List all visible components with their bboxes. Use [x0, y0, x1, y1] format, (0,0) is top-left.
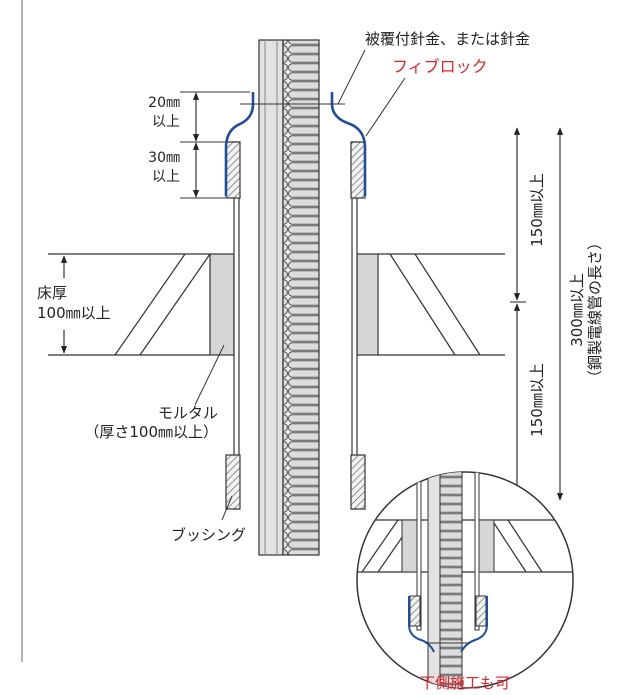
inset-detail [356, 471, 574, 689]
fiblock-right [330, 92, 367, 196]
total-length-label: 300㎜以上 [568, 273, 586, 347]
wire-label: 被覆付針金、または針金 [365, 30, 530, 48]
mortar-right [356, 253, 379, 356]
bushing-leader [221, 495, 233, 521]
gap-top-suffix: 以上 [152, 114, 180, 130]
gap-bushing-value: 30㎜ [148, 150, 180, 166]
total-note-label: （鋼製電線管の長さ） [586, 235, 604, 385]
mortar-thickness-label: （厚さ100㎜以上） [84, 423, 218, 441]
floor-label: 床厚 [37, 284, 67, 302]
floor-value: 100㎜以上 [37, 304, 111, 322]
gap-dimension [180, 91, 250, 199]
mortar-label: モルタル [158, 404, 218, 422]
floor-slab [48, 253, 505, 356]
cable-corrugated [282, 39, 320, 556]
lower-length-label: 150㎜以上 [528, 363, 546, 437]
fiblock-left [224, 92, 255, 196]
gap-bushing-suffix: 以上 [152, 169, 180, 185]
fiblock-label: フィブロック [392, 57, 488, 76]
fiblock-leader [365, 77, 406, 137]
inset-caption: 下側施工も可 [420, 674, 510, 692]
mortar-leader [194, 344, 225, 406]
mortar-left [209, 253, 235, 356]
gap-top-value: 20㎜ [148, 95, 180, 111]
length-dimensions [510, 127, 564, 501]
wire-leader [337, 49, 366, 105]
cable-plain [258, 39, 284, 556]
bushing-label: ブッシング [171, 526, 246, 544]
upper-length-label: 150㎜以上 [528, 173, 546, 247]
bushings [225, 141, 366, 510]
